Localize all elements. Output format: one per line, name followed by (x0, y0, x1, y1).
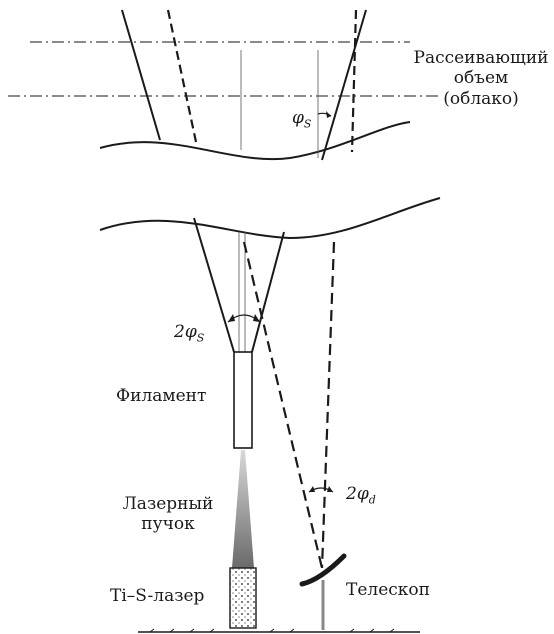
two-phi-d-arrow-left (309, 486, 315, 492)
two-phi-d-sub: d (368, 493, 376, 507)
cone-left-edge-upper (121, 9, 161, 141)
laser-beam-line-2: пучок (141, 514, 195, 535)
fov-left-dashed-lower (242, 241, 324, 569)
two-phi-s-arrow-left (228, 314, 235, 322)
ti-s-laser-body (229, 567, 257, 629)
two-phi-s-arrow-right (253, 314, 260, 322)
scattering-volume-line-2: объем (453, 68, 509, 89)
laser-beam-line-1: Лазерный (122, 494, 214, 514)
laser-beam-label: Лазерный пучок (112, 494, 224, 535)
phi-s-top-base: φ (292, 108, 304, 128)
ground-hatch (149, 628, 395, 633)
two-phi-d-arrow-right (327, 486, 333, 492)
fov-right-dashed-upper (350, 9, 358, 153)
phi-s-top-symbol: φS (292, 108, 311, 131)
laser-beam (232, 450, 254, 568)
telescope-label: Телескоп (346, 580, 430, 600)
scattering-volume-line-1: Рассеивающий (413, 48, 549, 68)
scattering-volume-label: Рассеивающий объем (облако) (408, 48, 554, 109)
telescope-mirror (299, 553, 347, 587)
fov-left-dashed-upper (166, 9, 198, 143)
ti-s-laser-label: Ti–S-лазер (110, 586, 205, 606)
top-break-curve (99, 121, 411, 161)
phi-s-top-sub: S (303, 117, 312, 131)
two-phi-s-base: 2φ (174, 322, 197, 342)
cone-left-edge-lower (193, 217, 235, 353)
filament-label: Филамент (116, 386, 207, 406)
filament-channel (233, 351, 253, 449)
two-phi-d-base: 2φ (346, 484, 369, 504)
fov-right-dashed-lower (320, 241, 336, 569)
lower-break-curve (99, 197, 441, 240)
cone-right-edge-lower (251, 231, 285, 353)
phi-s-arrowhead (326, 111, 331, 118)
two-phi-s-sub: S (196, 331, 205, 345)
cone-right-edge-upper (321, 9, 367, 161)
two-phi-d-symbol: 2φd (346, 484, 376, 507)
scattering-volume-line-3: (облако) (443, 88, 519, 109)
two-phi-s-symbol: 2φS (174, 322, 204, 345)
